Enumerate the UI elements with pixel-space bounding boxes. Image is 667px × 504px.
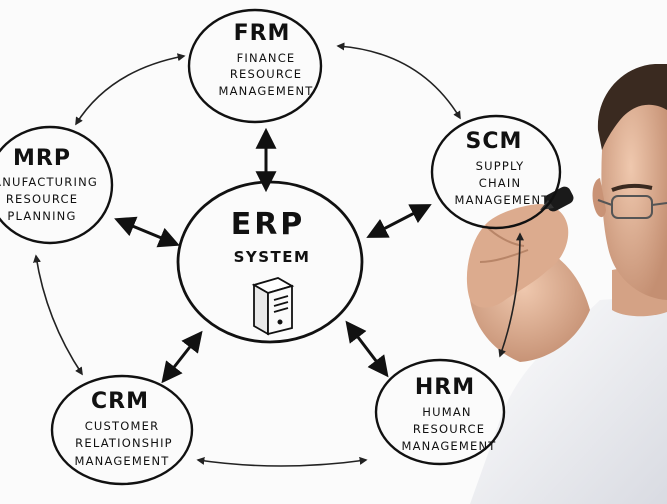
- module-line: MANAGEMENT: [401, 439, 496, 453]
- spoke-arrows: [114, 127, 432, 384]
- face: [601, 78, 667, 300]
- module-frm: FRM FINANCE RESOURCE MANAGEMENT: [187, 8, 323, 124]
- module-line: CHAIN: [479, 176, 522, 190]
- arrow-erp-mrp: [114, 216, 180, 248]
- arrow-erp-hrm: [345, 320, 389, 378]
- center-subtitle: SYSTEM: [234, 248, 311, 266]
- module-line: RELATIONSHIP: [75, 436, 173, 450]
- module-line: RESOURCE: [6, 192, 78, 206]
- server-icon: [251, 277, 295, 336]
- ring-arrows: [33, 42, 524, 467]
- center-erp-system: ERP SYSTEM: [176, 180, 364, 344]
- module-mrp: MRP MANUFACTURING RESOURCE PLANNING: [0, 125, 114, 245]
- eyebrow: [611, 183, 653, 192]
- arrow-scm-hrm: [498, 232, 524, 358]
- module-line: MANUFACTURING: [0, 175, 98, 189]
- module-hrm: HRM HUMAN RESOURCE MANAGEMENT: [374, 358, 506, 466]
- module-title: MRP: [13, 146, 71, 171]
- arrow-crm-mrp: [33, 254, 83, 376]
- module-title: CRM: [91, 389, 149, 414]
- module-line: PLANNING: [7, 209, 76, 223]
- module-line: MANAGEMENT: [454, 193, 549, 207]
- module-title: HRM: [415, 375, 475, 400]
- module-line: RESOURCE: [230, 67, 302, 81]
- shirt: [470, 290, 667, 504]
- module-line: RESOURCE: [413, 422, 485, 436]
- module-title: FRM: [234, 21, 291, 46]
- arrow-hrm-crm: [196, 456, 368, 467]
- ear: [592, 178, 606, 218]
- module-crm: CRM CUSTOMER RELATIONSHIP MANAGEMENT: [50, 374, 194, 486]
- hair: [597, 64, 667, 150]
- module-line: SUPPLY: [476, 159, 525, 173]
- arrow-erp-scm: [366, 204, 432, 238]
- arrow-frm-scm: [336, 42, 461, 120]
- module-line: MANAGEMENT: [74, 454, 169, 468]
- module-scm: SCM SUPPLY CHAIN MANAGEMENT: [430, 114, 562, 230]
- module-line: MANAGEMENT: [218, 84, 313, 98]
- arrow-mrp-frm: [75, 53, 186, 126]
- center-title: ERP: [231, 207, 306, 242]
- module-line: FINANCE: [237, 51, 296, 65]
- module-line: HUMAN: [422, 405, 471, 419]
- glasses-icon: [597, 195, 667, 219]
- module-line: CUSTOMER: [85, 419, 160, 433]
- module-title: SCM: [466, 129, 523, 154]
- arrow-erp-crm: [161, 330, 203, 384]
